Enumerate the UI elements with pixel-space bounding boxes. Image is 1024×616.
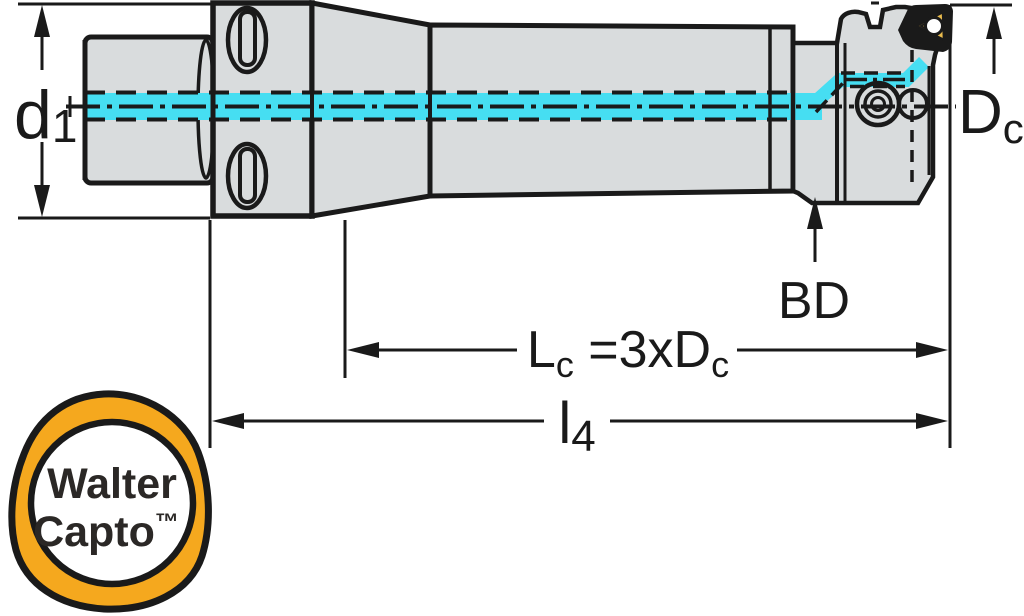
arrowhead-right [916,413,948,429]
arrowhead-up [34,5,50,37]
logo-line2: Capto™ [33,508,179,556]
BD-label: BD [778,272,850,330]
Dc-label: Dc [958,78,1024,152]
d1-label: d1 [14,77,77,153]
logo-line1: Walter [47,460,177,508]
dimension-l4: l4 [208,220,948,461]
centerlines [66,50,956,190]
arrowhead-up [807,197,823,229]
arrowhead-right [916,342,948,358]
flange-slot-top [225,5,269,75]
body-edge-lines [82,3,847,216]
dimension-BD: BD [778,197,850,330]
arrowhead-down [34,185,50,217]
arrowhead-left [212,413,244,429]
indexable-insert-icon [898,4,953,52]
arrowhead-up [986,7,1002,39]
clamping-screw-socket [870,96,886,112]
dimension-Lc: Lc =3xDc [343,220,948,385]
coolant-branch-centerline [814,80,846,114]
dimension-d1: d1 [14,2,213,220]
l4-label: l4 [558,391,595,461]
head-details [854,4,953,128]
walter-capto-logo: Walter Capto™ [8,390,212,613]
logo-inner-circle [27,418,197,588]
dimension-Dc: Dc [948,3,1024,448]
arrowhead-left [347,342,379,358]
insert-screw-hole [924,16,944,36]
flange-slot-bottom [225,141,269,211]
clamping-screw-mid [863,89,893,119]
coolant-channel [85,57,929,120]
Lc-label: Lc =3xDc [527,321,729,385]
adjustment-screw [897,88,929,120]
